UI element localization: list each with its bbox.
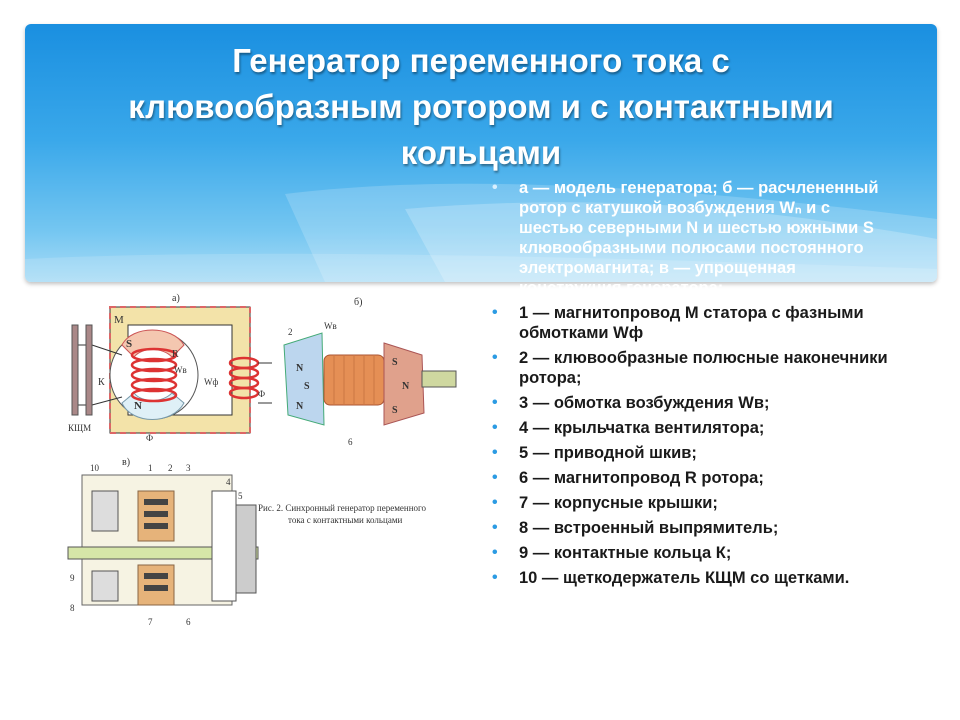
legend-item: 3 — обмотка возбуждения Wв; xyxy=(492,393,892,413)
label-8: 8 xyxy=(70,603,75,613)
label-s1: S xyxy=(304,381,310,392)
label-6-v: 6 xyxy=(186,617,191,627)
label-n: N xyxy=(134,400,142,412)
figure-v-label: в) xyxy=(122,457,130,468)
label-s: S xyxy=(126,338,132,350)
slide-title: Генератор переменного тока с клювообразн… xyxy=(25,38,937,176)
legend-item: 6 — магнитопровод R ротора; xyxy=(492,468,892,488)
label-r: R xyxy=(172,349,179,360)
figure-caption-line2: тока с контактными кольцами xyxy=(288,515,403,525)
figure-caption-line1: Рис. 2. Синхронный генератор переменного xyxy=(258,503,426,513)
legend-item: 1 — магнитопровод М статора с фазными об… xyxy=(492,303,892,343)
figure-v-construction: в) 10 1 2 3 4 5 9 8 7 6 Рис. 2. Синхронн… xyxy=(67,457,426,627)
legend-list: а — модель генератора; б — расчлененный … xyxy=(492,178,892,593)
legend-item: 8 — встроенный выпрямитель; xyxy=(492,518,892,538)
label-2: 2 xyxy=(288,327,293,337)
figure-b-exploded-rotor: б) 2 Wв N S N S N S 6 xyxy=(283,297,457,447)
label-4: 4 xyxy=(226,477,231,487)
label-2-v: 2 xyxy=(168,463,173,473)
legend-item: 2 — клювообразные полюсные наконечники р… xyxy=(492,348,892,388)
label-3: 3 xyxy=(186,463,191,473)
label-n1: N xyxy=(296,363,304,374)
label-f1: Ф xyxy=(146,433,153,443)
title-line-3: кольцами xyxy=(400,134,562,171)
label-1: 1 xyxy=(148,463,153,473)
title-line-2: клювообразным ротором и с контактными xyxy=(128,88,834,125)
label-7: 7 xyxy=(148,617,153,627)
legend-item: 4 — крыльчатка вентилятора; xyxy=(492,418,892,438)
label-s3: S xyxy=(392,405,398,416)
figure-b-label: б) xyxy=(354,297,362,308)
figure-a-generator-model: а) М S R Wв Wф N xyxy=(68,293,272,443)
label-9: 9 xyxy=(70,573,75,583)
label-wv: Wв xyxy=(174,365,187,375)
legend-item: 10 — щеткодержатель КЩМ со щетками. xyxy=(492,568,892,588)
label-m: М xyxy=(114,314,124,326)
label-n3: N xyxy=(402,381,410,392)
title-line-1: Генератор переменного тока с xyxy=(232,42,730,79)
label-s2: S xyxy=(392,357,398,368)
label-5: 5 xyxy=(238,491,243,501)
label-wf: Wф xyxy=(204,377,218,387)
figure-a-label: а) xyxy=(172,293,180,304)
legend-item: 5 — приводной шкив; xyxy=(492,443,892,463)
label-n2: N xyxy=(296,401,304,412)
label-10: 10 xyxy=(90,463,100,473)
label-kschm: КЩМ xyxy=(68,423,91,433)
label-wv-b: Wв xyxy=(324,321,337,331)
legend-item: 7 — корпусные крышки; xyxy=(492,493,892,513)
label-6-b: 6 xyxy=(348,437,353,447)
legend-item: 9 — контактные кольца К; xyxy=(492,543,892,563)
legend-item: а — модель генератора; б — расчлененный … xyxy=(492,178,892,298)
generator-figure: а) М S R Wв Wф N xyxy=(67,293,457,627)
label-f2: Ф xyxy=(258,389,265,399)
label-k: К xyxy=(98,377,105,388)
